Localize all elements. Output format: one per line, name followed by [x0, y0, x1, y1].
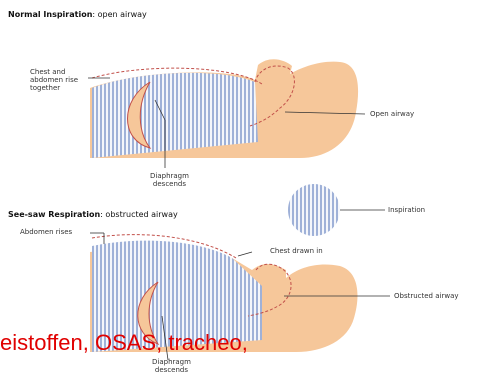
top-title-bold: Normal Inspiration: [8, 10, 92, 19]
bottom-diaphragm-label: Diaphragm descends: [152, 358, 191, 374]
top-panel-title: Normal Inspiration: open airway: [8, 10, 147, 19]
top-title-rest: : open airway: [92, 10, 146, 19]
overlay-caption: eistoffen, OSAS, tracheo,: [0, 330, 481, 356]
bottom-chest-label: Chest drawn in: [270, 247, 323, 255]
top-diaphragm-label: Diaphragm descends: [150, 172, 189, 188]
inspiration-legend: [288, 184, 385, 236]
bottom-abdomen-label: Abdomen rises: [20, 228, 72, 236]
top-body: [90, 59, 358, 158]
top-airway-label: Open airway: [370, 110, 414, 118]
legend-swatch: [288, 184, 340, 236]
bottom-title-bold: See-saw Respiration: [8, 210, 100, 219]
top-chest-label: Chest and abdomen rise together: [30, 68, 78, 92]
bottom-panel-title: See-saw Respiration: obstructed airway: [8, 210, 178, 219]
bottom-title-rest: : obstructed airway: [100, 210, 178, 219]
legend-label: Inspiration: [388, 206, 425, 214]
bottom-airway-label: Obstructed airway: [394, 292, 459, 300]
